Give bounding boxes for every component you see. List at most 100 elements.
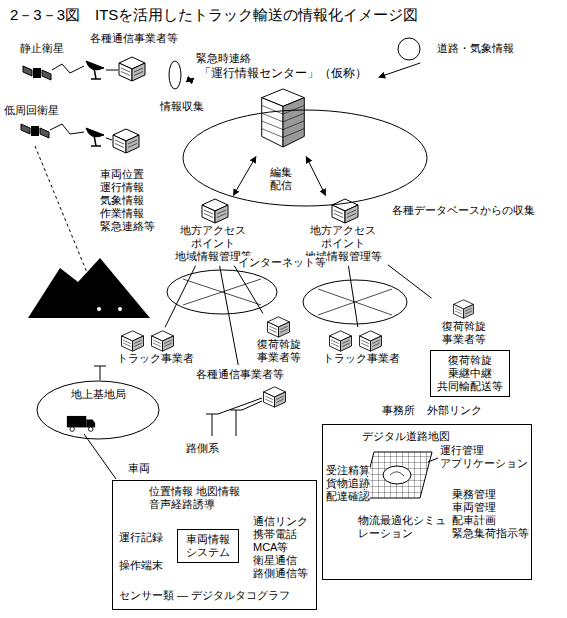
label-text: 路側系 xyxy=(186,442,219,454)
connector xyxy=(220,266,239,365)
text-holder: 運行管理 アプリケーション xyxy=(440,444,530,470)
label-text: インターネット等 xyxy=(238,256,326,268)
road-map xyxy=(390,472,404,476)
road-map xyxy=(362,452,438,498)
network-ellipse xyxy=(183,279,392,315)
building-icon xyxy=(202,199,228,223)
label-text: 「運行情報センター」（仮称） xyxy=(190,66,376,80)
label-text: トラック事業者 xyxy=(318,352,404,365)
network-ellipse xyxy=(167,61,427,324)
ellipse-outline xyxy=(37,381,159,439)
label-text: 位置情報 地図情報 音声経路誘導 xyxy=(149,485,240,510)
system-box: 車両情報 システム xyxy=(177,529,239,563)
label-text: 各種通信事業者等 xyxy=(196,368,284,380)
label-text: 受注精算 貨物追跡 配達確認 xyxy=(326,464,374,503)
label-text: 復荷斡旋 乗継中継 共同輸配送等 xyxy=(437,354,503,392)
label-text: 各種データベースからの収集 xyxy=(392,204,535,217)
label-text: 復荷斡旋 事業者等 xyxy=(250,338,308,364)
building-icon xyxy=(119,57,145,81)
label-text: 道路・気象情報 xyxy=(424,42,526,55)
center-node: 「運行情報センター」（仮称） xyxy=(190,66,376,154)
label-text: 車両 xyxy=(128,462,150,475)
connector xyxy=(379,63,420,77)
label-holder: 路側系 xyxy=(186,442,219,455)
sun-circle xyxy=(398,38,420,60)
network-ellipse xyxy=(183,110,427,206)
roadside-antenna xyxy=(94,366,106,380)
label-text: 外部リンク xyxy=(427,404,482,417)
center-building xyxy=(262,89,305,147)
text-holder: 位置情報 地図情報 音声経路誘導 xyxy=(149,485,259,511)
company-node: トラック事業者 xyxy=(318,330,404,365)
text-holder: 通信リンク 携帯電話 MCA等 衛星通信 路側通信等 xyxy=(253,515,315,580)
carrier-node: 各種通信事業者等 xyxy=(190,368,290,381)
road-map xyxy=(428,458,438,462)
company-node: トラック事業者 xyxy=(112,330,198,365)
building-icon xyxy=(360,331,382,351)
label-text: 路側系 xyxy=(186,442,219,455)
label-text: 情報収集 xyxy=(160,100,204,113)
office-panel: 事務所外部リンクデジタル道路地図運行管理 アプリケーション受注精算 貨物追跡 配… xyxy=(322,404,532,580)
label-text: デジタル道路地図 xyxy=(362,430,450,442)
label-text: 各種通信事業者等 xyxy=(78,32,190,45)
label-text: 2－3－3図 ITSを活用したトラック輸送の情報化イメージ図 xyxy=(10,6,418,24)
building-icon xyxy=(122,331,144,351)
text-holder: 乗務管理 車両管理 配車計画 緊急集荷指示等 xyxy=(452,488,532,540)
roadside-antenna xyxy=(84,434,116,479)
text-holder: センサー類 — デジタルタコグラフ xyxy=(119,589,290,602)
text-holder: 物流最適化シミュ レーション xyxy=(358,514,458,540)
sun-circle xyxy=(396,36,422,62)
carrier-node: 各種通信事業者等 xyxy=(78,32,190,92)
truck-icon xyxy=(67,416,95,431)
label-holder: インターネット等 xyxy=(238,256,326,269)
label-text: 編集 配信 xyxy=(270,166,296,192)
label-text: 地上基地局 xyxy=(36,388,160,401)
network-ellipse xyxy=(169,61,181,89)
label-text: 運行記録 xyxy=(119,531,163,543)
label-text: 事務所 xyxy=(382,404,415,417)
mountain xyxy=(28,258,150,318)
radio-link xyxy=(52,64,84,73)
label-text: 運行管理 アプリケーション xyxy=(440,444,530,470)
label-text: 車両位置 運行情報 気象情報 作業情報 緊急連絡等 xyxy=(100,168,155,232)
connector xyxy=(187,79,193,81)
panel-border xyxy=(322,424,532,580)
building-icon xyxy=(113,129,139,153)
label-text: 静止衛星 xyxy=(20,42,64,54)
label-text: 乗務管理 車両管理 配車計画 緊急集荷指示等 xyxy=(452,488,532,540)
text-holder: 操作端末 xyxy=(119,559,163,572)
label-text: センサー類 — デジタルタコグラフ xyxy=(119,589,290,602)
dish-antenna xyxy=(86,128,104,146)
connector xyxy=(234,266,263,314)
label-text: 車両情報 システム xyxy=(181,533,235,559)
label-text: トラック事業者 xyxy=(323,352,400,364)
access-point: 地方アクセス ポイント 地域情報管理等 xyxy=(168,198,258,263)
label-text: 緊急時連絡 xyxy=(196,52,251,64)
dish-antenna xyxy=(86,61,104,79)
label-text: デジタル道路地図 xyxy=(362,430,450,443)
building-icon xyxy=(152,331,174,351)
label-text: 車両 xyxy=(128,462,150,474)
label-holder: 車両 xyxy=(128,462,150,475)
building-icon xyxy=(264,387,286,407)
building-icon xyxy=(454,300,474,318)
building-icon xyxy=(113,57,474,407)
radio-link xyxy=(35,146,95,292)
text-holder: 事務所 xyxy=(382,404,415,417)
label-text: トラック事業者 xyxy=(117,352,194,364)
label-text: トラック事業者 xyxy=(112,352,198,365)
building-icon xyxy=(268,317,290,337)
title-holder: 2－3－3図 ITSを活用したトラック輸送の情報化イメージ図 xyxy=(10,6,418,24)
label-text: 車両位置 運行情報 気象情報 作業情報 緊急連絡等 xyxy=(100,168,164,233)
label-text: 復荷斡旋 事業者等 xyxy=(442,320,486,345)
truck-icon xyxy=(93,294,125,312)
radio-link xyxy=(50,124,84,134)
label-text: 低周回衛星 xyxy=(4,104,59,117)
text-holder: デジタル道路地図 xyxy=(362,430,450,443)
label-text: 事務所 xyxy=(382,404,415,416)
satellite-icon xyxy=(21,124,49,138)
connector xyxy=(348,266,357,327)
label-text: 情報収集 xyxy=(160,100,204,112)
text-holder: 受注精算 貨物追跡 配達確認 xyxy=(326,464,374,503)
